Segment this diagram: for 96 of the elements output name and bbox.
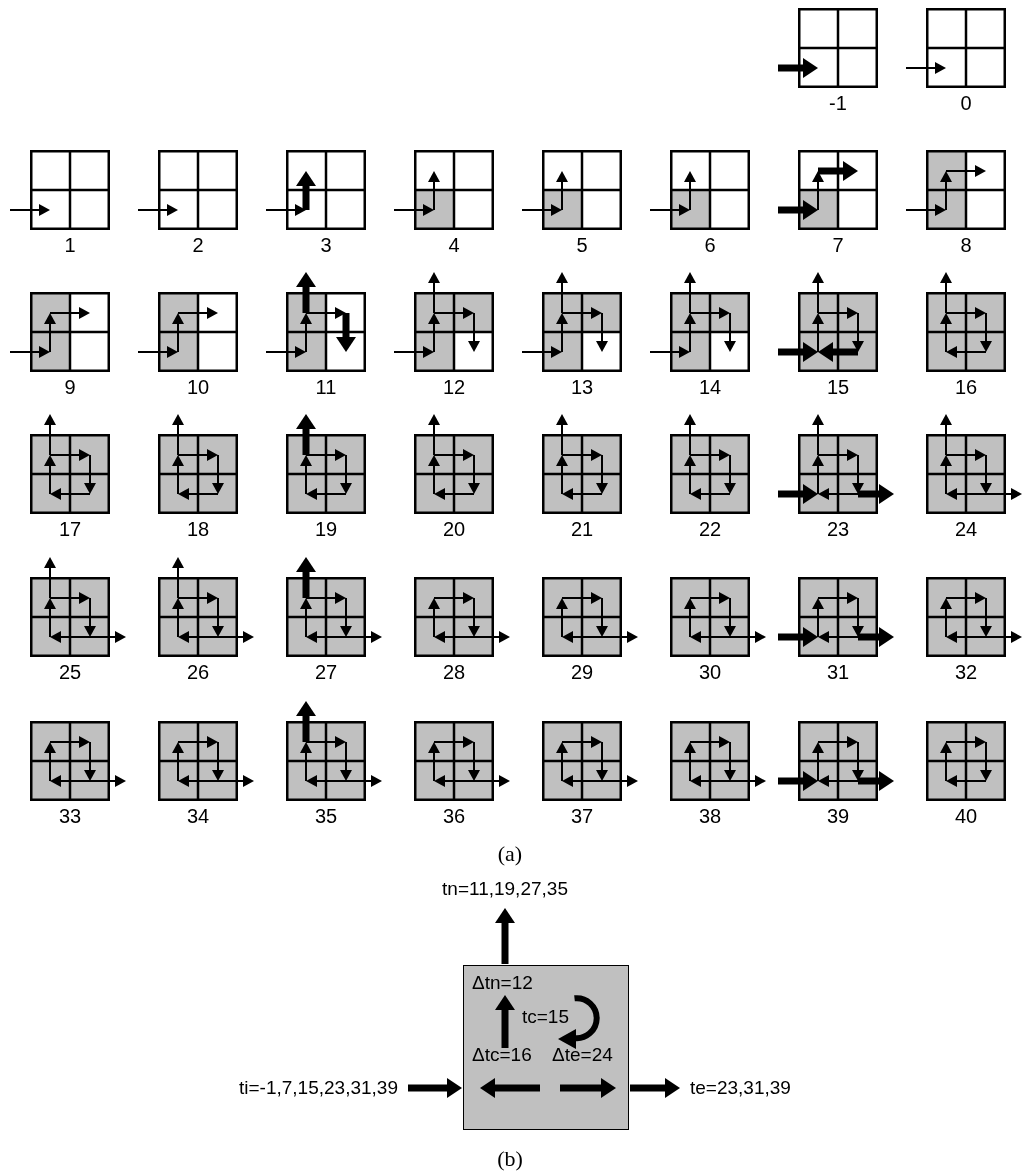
grid-cell-panel: [542, 292, 622, 372]
panel-number: -1: [828, 92, 848, 114]
grid-cell-panel: [30, 292, 110, 372]
panel-number: 24: [953, 518, 979, 540]
grid-cell-panel: [286, 434, 366, 514]
grid-cell-panel: [798, 577, 878, 657]
grid-cell-panel: [926, 577, 1006, 657]
grid-cell-panel: [670, 721, 750, 801]
panel-number: 18: [185, 518, 211, 540]
grid-cell-panel: [158, 577, 238, 657]
grid-cell-panel: [414, 434, 494, 514]
panel-number: 25: [57, 661, 83, 683]
arrow: [630, 1078, 680, 1098]
panel-number: 22: [697, 518, 723, 540]
panel-number: 3: [319, 234, 333, 256]
panel-number: 37: [569, 805, 595, 827]
grid-cell-panel: [926, 292, 1006, 372]
value-label: tn=11,19,27,35: [440, 878, 570, 900]
panel-number: 36: [441, 805, 467, 827]
value-label: tc=15: [522, 1006, 569, 1028]
panel-number: 38: [697, 805, 723, 827]
panel-number: 29: [569, 661, 595, 683]
grid-cell-panel: [30, 150, 110, 230]
grid-cell-panel: [798, 721, 878, 801]
value-label: Δtn=12: [472, 972, 533, 994]
value-label: Δtc=16: [472, 1044, 532, 1066]
panel-number: 28: [441, 661, 467, 683]
value-label: te=23,31,39: [690, 1077, 840, 1099]
panel-number: 39: [825, 805, 851, 827]
subfigure-label: (b): [496, 1148, 524, 1170]
panel-number: 23: [825, 518, 851, 540]
panel-number: 10: [185, 376, 211, 398]
subfigure-label: (a): [496, 843, 524, 865]
panel-number: 27: [313, 661, 339, 683]
panel-number: 8: [959, 234, 973, 256]
grid-cell-panel: [670, 434, 750, 514]
grid-cell-panel: [158, 721, 238, 801]
panel-number: 6: [703, 234, 717, 256]
cell-box: [463, 965, 629, 1130]
grid-cell-panel: [670, 292, 750, 372]
panel-number: 20: [441, 518, 467, 540]
panel-number: 16: [953, 376, 979, 398]
grid-cell-panel: [798, 434, 878, 514]
panel-number: 31: [825, 661, 851, 683]
grid-cell-panel: [414, 721, 494, 801]
grid-cell-panel: [670, 577, 750, 657]
arrow: [495, 908, 515, 964]
grid-cell-panel: [926, 150, 1006, 230]
grid-cell-panel: [30, 434, 110, 514]
panel-number: 1: [63, 234, 77, 256]
panel-number: 4: [447, 234, 461, 256]
grid-cell-panel: [798, 150, 878, 230]
grid-cell-panel: [542, 577, 622, 657]
grid-cell-panel: [414, 150, 494, 230]
panel-number: 17: [57, 518, 83, 540]
grid-cell-panel: [670, 150, 750, 230]
grid-cell-panel: [286, 721, 366, 801]
panel-number: 14: [697, 376, 723, 398]
panel-number: 9: [63, 376, 77, 398]
grid-cell-panel: [414, 292, 494, 372]
panel-number: 26: [185, 661, 211, 683]
grid-cell-panel: [542, 150, 622, 230]
grid-cell-panel: [30, 577, 110, 657]
grid-cell-panel: [798, 8, 878, 88]
grid-cell-panel: [158, 434, 238, 514]
grid-cell-panel: [30, 721, 110, 801]
grid-cell-panel: [286, 150, 366, 230]
panel-number: 7: [831, 234, 845, 256]
panel-number: 35: [313, 805, 339, 827]
panel-number: 11: [314, 376, 338, 398]
grid-cell-panel: [414, 577, 494, 657]
grid-cell-panel: [926, 721, 1006, 801]
panel-number: 33: [57, 805, 83, 827]
grid-cell-panel: [286, 577, 366, 657]
grid-cell-panel: [158, 150, 238, 230]
panel-number: 30: [697, 661, 723, 683]
value-label: Δte=24: [552, 1044, 613, 1066]
panel-number: 2: [191, 234, 205, 256]
grid-cell-panel: [286, 292, 366, 372]
value-label: ti=-1,7,15,23,31,39: [180, 1077, 398, 1099]
panel-number: 21: [569, 518, 595, 540]
panel-number: 40: [953, 805, 979, 827]
grid-cell-panel: [926, 434, 1006, 514]
panel-number: 19: [313, 518, 339, 540]
grid-cell-panel: [542, 721, 622, 801]
grid-cell-panel: [798, 292, 878, 372]
panel-number: 32: [953, 661, 979, 683]
grid-cell-panel: [926, 8, 1006, 88]
panel-number: 5: [575, 234, 589, 256]
panel-number: 15: [825, 376, 851, 398]
panel-number: 0: [959, 92, 973, 114]
grid-cell-panel: [542, 434, 622, 514]
panel-number: 12: [441, 376, 467, 398]
panel-number: 13: [569, 376, 595, 398]
grid-cell-panel: [158, 292, 238, 372]
panel-number: 34: [185, 805, 211, 827]
